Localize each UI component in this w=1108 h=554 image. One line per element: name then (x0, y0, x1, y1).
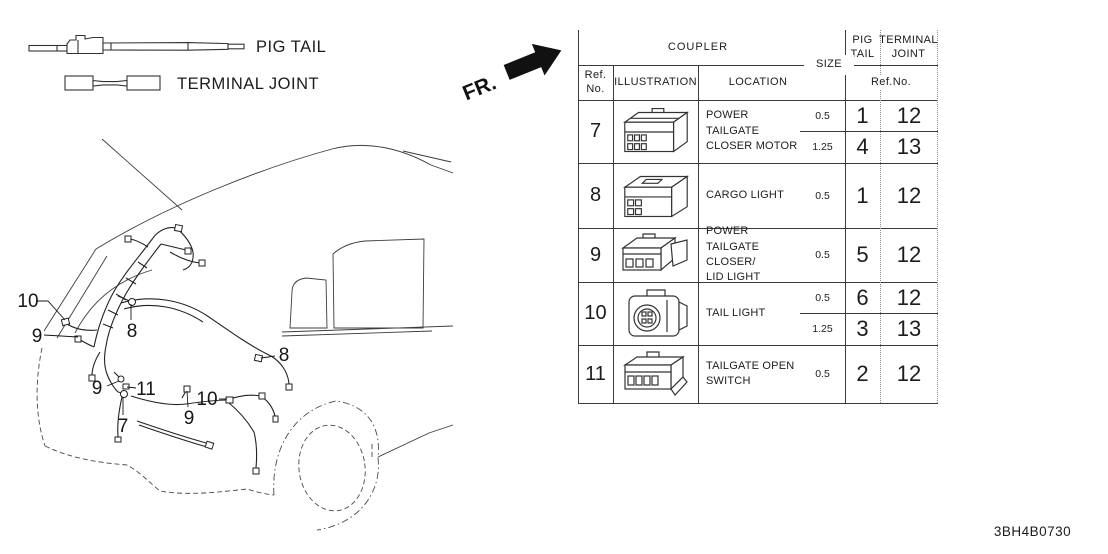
drawing-number: 3BH4B0730 (993, 524, 1072, 539)
car-body-outline (43, 138, 454, 458)
callout-leader-lines (37, 300, 276, 415)
pig-tail-terminal-joint-drawings (28, 34, 245, 91)
terminal-joint-ref-cell: 12 (896, 361, 922, 386)
fr-direction-indicator: FR. (460, 43, 562, 105)
pig-tail-ref-cell: 6 (856, 284, 869, 310)
coupler-illustration (620, 233, 688, 272)
size-ref-entries: 0.5 1 12 1.25 4 13 (800, 100, 938, 163)
location-cell: CARGO LIGHT (706, 188, 784, 201)
pig-tail-column-header: PIG TAIL (850, 33, 875, 60)
ref-no-cell: 7 (589, 120, 602, 142)
size-ref-entries: 0.5 2 12 (800, 345, 938, 403)
harness-connectors (60, 223, 293, 475)
ref-no-cell: 10 (584, 302, 607, 324)
illustration-cell (613, 228, 698, 282)
size-cell: 0.5 (815, 368, 830, 380)
terminal-joint-drawing (64, 75, 161, 91)
coupler-illustration (622, 107, 689, 153)
coupler-reference-table: COUPLER PIG TAIL TERMINAL JOINT SIZE Ref… (578, 30, 938, 404)
fr-label-glyph: FR. (460, 71, 500, 105)
size-cell: 0.5 (815, 249, 830, 261)
harness-callout: 9 (31, 326, 43, 347)
harness-callout: 9 (183, 408, 195, 429)
ref-no-cell: 8 (589, 184, 602, 206)
size-ref-entries: 0.5 1 12 (800, 163, 938, 228)
coupler-header: COUPLER (667, 40, 729, 53)
pig-tail-ref-cell: 4 (856, 134, 869, 159)
ref-no-cell: 11 (585, 362, 606, 385)
table-row: 8 CARGO LIGHT 0.5 (578, 163, 938, 228)
size-cell: 1.25 (812, 141, 833, 153)
table-row: 7 POWER TAILGATE CLOSER MOTOR (578, 100, 938, 163)
pig-tail-ref-cell: 2 (856, 361, 869, 386)
car-body-hidden-lines (36, 347, 373, 496)
terminal-joint-ref-cell: 12 (896, 242, 922, 267)
terminal-joint-ref-cell: 13 (896, 316, 922, 341)
pig-tail-drawing (28, 34, 245, 55)
pig-tail-ref-cell: 1 (856, 182, 869, 208)
size-cell: 0.5 (815, 291, 830, 304)
size-cell: 0.5 (815, 189, 830, 202)
size-cell: 1.25 (812, 323, 833, 335)
illustration-cell (613, 100, 698, 163)
terminal-joint-label: TERMINAL JOINT (177, 75, 320, 93)
terminal-joint-ref-cell: 12 (896, 102, 922, 128)
table-row: 11 TAILGATE OPEN SWITCH (578, 345, 938, 403)
harness-callout: 10 (196, 389, 218, 410)
illustration-cell (613, 282, 698, 345)
terminal-joint-ref-cell: 13 (896, 134, 922, 159)
harness-callout: 8 (126, 321, 138, 342)
size-ref-entries: 0.5 6 12 1.25 3 13 (800, 282, 938, 345)
coupler-illustration (622, 174, 689, 218)
ref-no-cell: 9 (589, 243, 602, 266)
ref-no-column-header: Ref. No. (584, 68, 607, 95)
shared-ref-no-header: Ref.No. (845, 65, 937, 100)
table-row: 10 TAIL LIGHT (578, 282, 938, 345)
table-row: 9 POWER TAILGATE CLOSER/ LID LIGHT (578, 225, 938, 284)
harness-callout: 8 (278, 345, 290, 366)
harness-callout: 11 (136, 379, 156, 400)
terminal-joint-column-header: TERMINAL JOINT (879, 33, 938, 60)
harness-callout: 9 (91, 378, 103, 399)
car-harness-diagram (36, 138, 454, 531)
location-cell: TAIL LIGHT (706, 306, 766, 319)
size-cell: 0.5 (815, 109, 830, 122)
location-column-header: LOCATION (728, 75, 788, 88)
pig-tail-ref-cell: 5 (856, 242, 869, 267)
illustration-column-header: ILLUSTRATION (614, 75, 697, 88)
terminal-joint-ref-cell: 12 (896, 284, 922, 310)
tailgate-wire-harness (66, 227, 290, 469)
terminal-joint-ref-cell: 12 (896, 182, 922, 208)
size-ref-entries: 0.5 5 12 (800, 228, 938, 282)
illustration-cell (613, 345, 698, 403)
harness-callout: 10 (17, 291, 39, 312)
location-cell: TAILGATE OPEN SWITCH (706, 359, 795, 387)
fr-arrow-icon (503, 43, 562, 80)
location-cell: POWER TAILGATE CLOSER MOTOR (706, 109, 798, 153)
pig-tail-ref-cell: 3 (856, 316, 869, 341)
location-cell: POWER TAILGATE CLOSER/ LID LIGHT (706, 225, 761, 284)
harness-callout: 7 (117, 416, 129, 437)
pig-tail-ref-cell: 1 (856, 102, 869, 128)
pig-tail-label: PIG TAIL (256, 38, 327, 56)
rear-wheel-arch (273, 400, 379, 531)
illustration-cell (613, 163, 698, 228)
coupler-illustration (622, 351, 688, 396)
coupler-illustration (627, 288, 688, 337)
size-column-header: SIZE (804, 55, 854, 75)
